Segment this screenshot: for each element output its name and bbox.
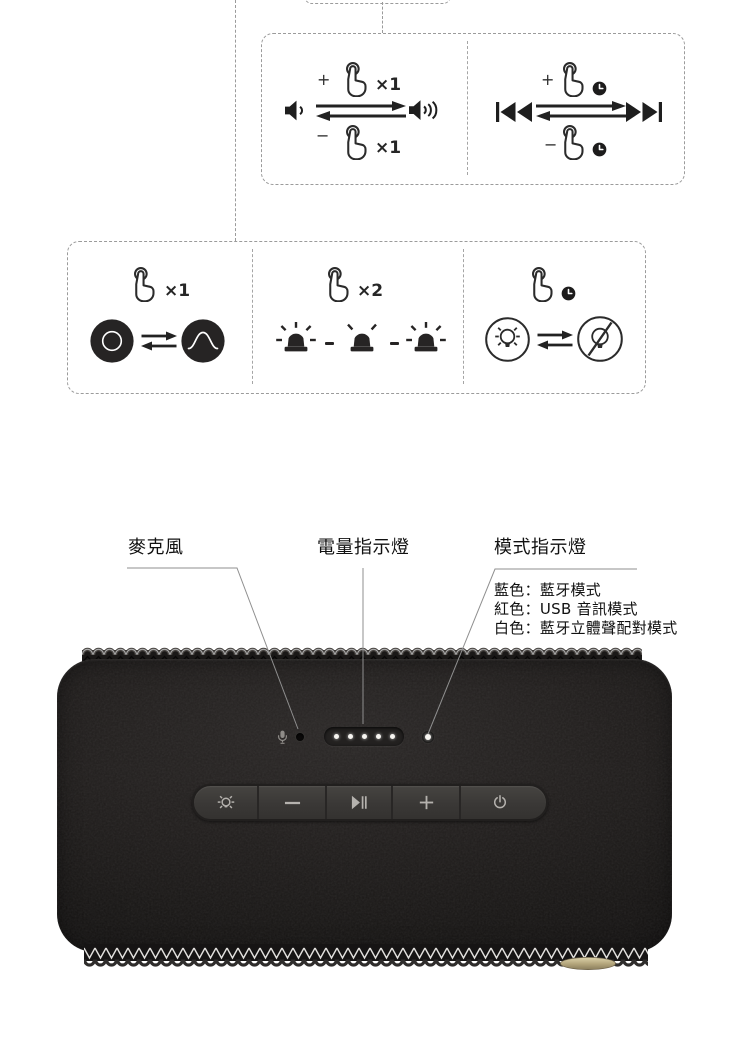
volume-down-button (259, 786, 327, 819)
gold-foot (560, 957, 616, 970)
minus-sign: − (544, 135, 558, 154)
microphone-label: 麥克風 (128, 537, 184, 558)
light-off-icon (577, 316, 623, 362)
battery-dot (375, 734, 381, 739)
tap-finger-icon (529, 266, 559, 302)
tap-finger-icon (560, 124, 590, 160)
steady-light-icon (90, 319, 134, 363)
gesture-box-light (67, 241, 646, 394)
siren-flash-icon (339, 317, 385, 363)
tap-count-label: ×2 (357, 281, 384, 301)
panel-divider (467, 41, 468, 175)
light-on-icon (485, 317, 530, 362)
battery-dot (347, 734, 353, 739)
hold-clock-icon (592, 142, 607, 157)
battery-dot (333, 734, 339, 739)
toggle-arrows-icon (536, 328, 574, 352)
volume-low-icon (285, 99, 311, 122)
play-pause-button (327, 786, 393, 819)
light-button (194, 786, 259, 819)
siren-flash-icon (403, 317, 449, 363)
sequence-dash (390, 342, 399, 345)
light-bulb-icon (215, 792, 237, 814)
led-dot (424, 733, 432, 741)
microphone-hole (295, 732, 305, 742)
mode-indicator-label: 模式指示燈 (494, 537, 587, 558)
plus-icon (419, 795, 434, 810)
plus-sign: + (541, 70, 555, 89)
sequence-dash (325, 342, 334, 345)
mode-color-line: 藍色：藍牙模式 (494, 581, 602, 599)
microphone-icon (278, 730, 287, 744)
breathing-light-icon (181, 319, 225, 363)
mode-indicator-led (422, 731, 434, 743)
battery-indicator-label: 電量指示燈 (317, 537, 410, 558)
tap-count-label: ×1 (375, 75, 402, 95)
panel-divider (252, 249, 253, 384)
connector-line-top (382, 2, 383, 33)
previous-track-icon (496, 102, 532, 122)
battery-dot (389, 734, 395, 739)
battery-indicator (324, 727, 404, 746)
volume-high-icon (409, 97, 447, 123)
tap-finger-icon (325, 266, 355, 302)
power-button (461, 786, 538, 819)
toggle-arrows-icon (140, 329, 178, 353)
tap-count-label: ×1 (375, 138, 402, 158)
minus-sign: − (316, 126, 330, 145)
tap-finger-icon (343, 61, 373, 97)
minus-icon (284, 801, 301, 805)
connector-line-left (235, 0, 236, 241)
plus-sign: + (317, 70, 331, 89)
knit-edge-bottom (84, 944, 648, 968)
gesture-box-touchpad (304, 0, 451, 4)
tap-count-label: ×1 (164, 281, 191, 301)
toggle-arrows-icon (534, 100, 628, 122)
gesture-box-playback (261, 33, 685, 185)
mode-color-line: 白色：藍牙立體聲配對模式 (494, 619, 678, 637)
next-track-icon (626, 102, 662, 122)
play-pause-icon (351, 795, 368, 810)
tap-finger-icon (131, 266, 161, 302)
volume-up-button (393, 786, 461, 819)
hold-clock-icon (561, 286, 576, 301)
mode-color-line: 紅色：USB 音訊模式 (494, 600, 638, 618)
control-bar (192, 784, 548, 821)
power-icon (492, 795, 508, 811)
hold-clock-icon (592, 81, 607, 96)
tap-finger-icon (343, 124, 373, 160)
toggle-arrows-icon (314, 100, 408, 122)
panel-divider (463, 249, 464, 384)
battery-dot (361, 734, 367, 739)
tap-finger-icon (560, 61, 590, 97)
siren-flash-icon (273, 317, 319, 363)
